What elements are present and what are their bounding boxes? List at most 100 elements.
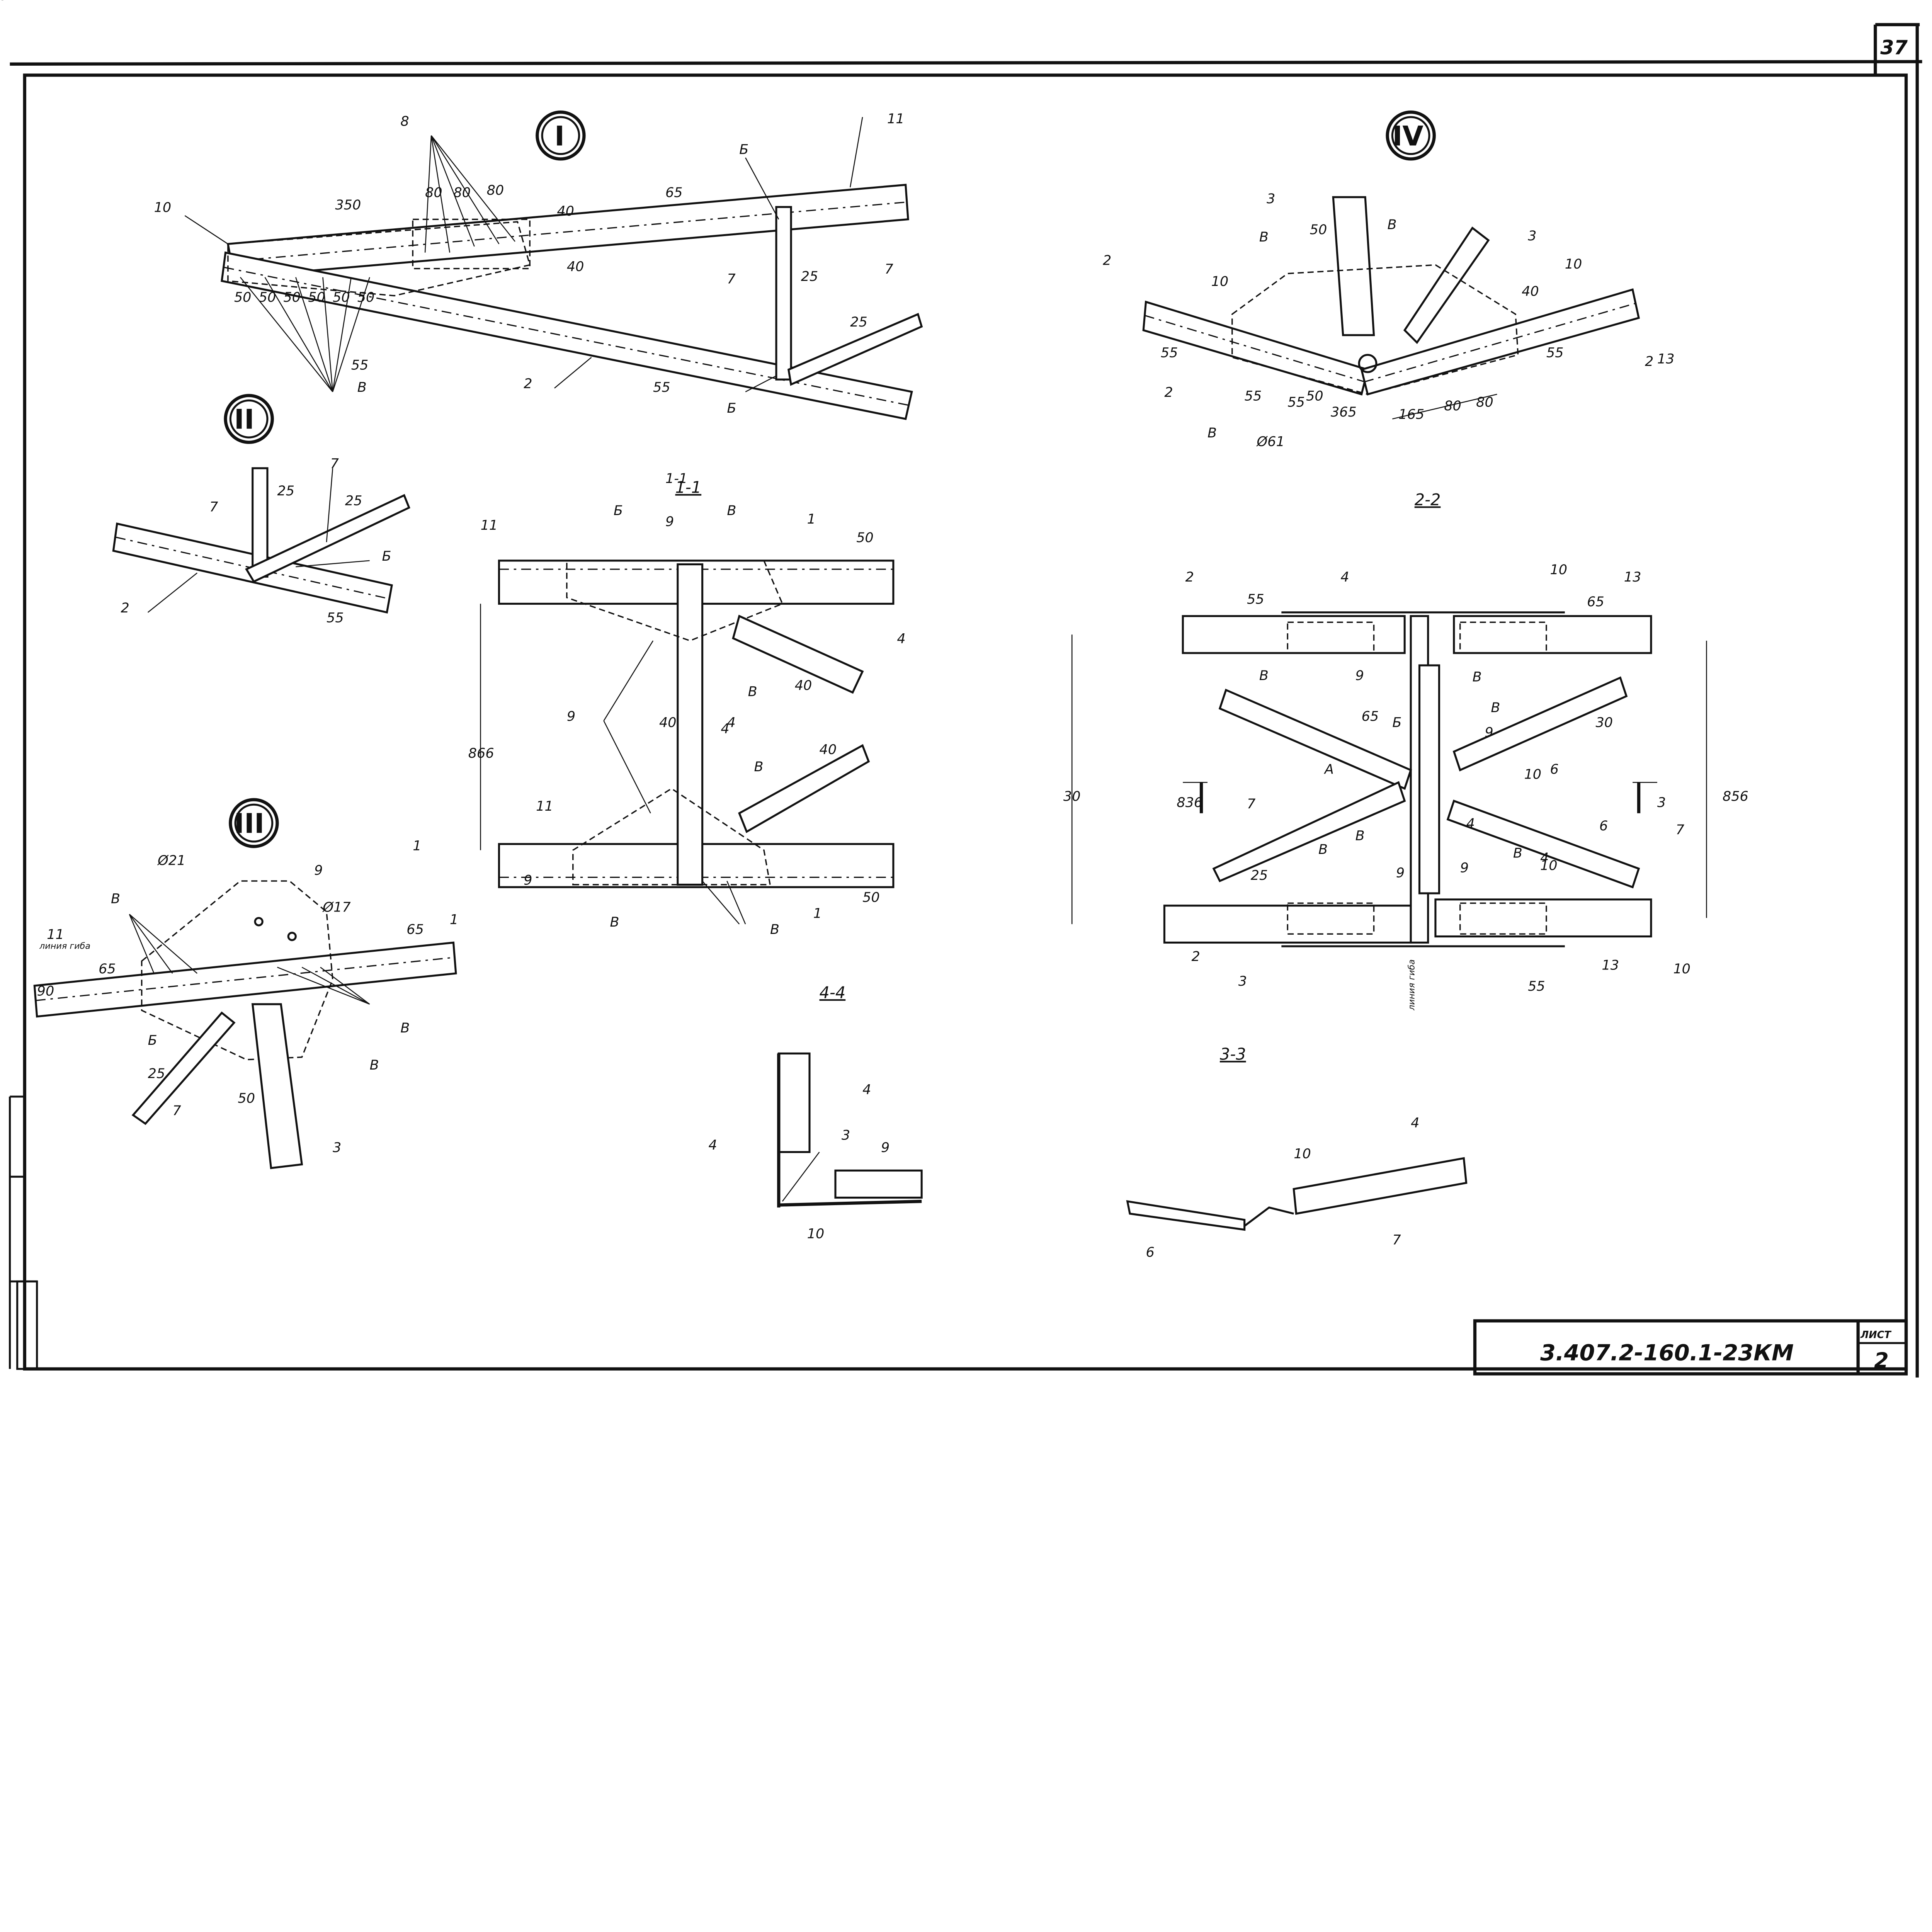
node-IV bbox=[1142, 196, 1640, 420]
callout-label: 2 bbox=[1164, 384, 1173, 400]
callout-label: 90 bbox=[37, 983, 54, 999]
callout-label: 80 bbox=[453, 185, 471, 201]
callout-label: 50 bbox=[308, 289, 325, 305]
callout-label: 4 bbox=[862, 1082, 871, 1098]
callout-label: 10 bbox=[1565, 256, 1582, 272]
callout-label: 50 bbox=[1306, 388, 1323, 404]
view-I-label: I bbox=[554, 120, 565, 152]
view-II-label: II bbox=[234, 404, 254, 435]
bend-line-note-III: линия гиба bbox=[39, 941, 90, 951]
callout-label: В bbox=[1513, 845, 1522, 861]
callout-label: В bbox=[1355, 828, 1365, 844]
sheet-number-top: 37 bbox=[1880, 36, 1908, 59]
callout-label: 3 bbox=[1238, 973, 1247, 989]
callout-label: 40 bbox=[1522, 283, 1539, 299]
section-1-1 bbox=[480, 560, 895, 925]
callout-label: 9 bbox=[1396, 865, 1405, 881]
callout-label: 9 bbox=[665, 514, 674, 530]
callout-label: 65 bbox=[406, 922, 424, 937]
callout-label: 13 bbox=[1657, 351, 1675, 367]
callout-label: 40 bbox=[567, 259, 584, 275]
callout-label: 4 bbox=[1466, 816, 1475, 832]
callout-label: 9 bbox=[1485, 724, 1493, 740]
callout-label: 13 bbox=[1624, 569, 1641, 585]
callout-label: В bbox=[610, 914, 619, 930]
callout-label: 2 bbox=[121, 600, 129, 616]
callout-label: 9 bbox=[1355, 668, 1364, 684]
callout-label: 13 bbox=[1602, 957, 1619, 973]
section-4-4 bbox=[777, 1052, 923, 1208]
section-title-2-2: 2-2 bbox=[1415, 490, 1441, 509]
view-markers: I II III IV bbox=[224, 111, 1436, 848]
callout-label: 11 bbox=[536, 798, 553, 814]
callout-label: 3 bbox=[1528, 228, 1536, 244]
callout-label: 9 bbox=[524, 872, 532, 888]
callout-label: Ø17 bbox=[322, 900, 350, 915]
callout-label: 55 bbox=[1546, 345, 1564, 361]
callout-label: 50 bbox=[283, 289, 301, 305]
callout-label: 7 bbox=[172, 1103, 181, 1119]
bend-line-note-2-2: линия гиба bbox=[1407, 959, 1417, 1011]
callout-label: Ø61 bbox=[1256, 434, 1285, 449]
callout-label: 6 bbox=[1550, 762, 1558, 777]
drawing-sheet: 37 3.407.2-160.1-23КМ ЛИСТ 2 I II III IV bbox=[0, 0, 1922, 1378]
callout-label: 10 bbox=[807, 1226, 825, 1242]
callout-label: 65 bbox=[1362, 708, 1379, 724]
callout-label: 10 bbox=[1550, 562, 1567, 578]
callout-label: Б bbox=[1392, 714, 1401, 730]
section-3-3 bbox=[1126, 1157, 1468, 1231]
sheet-frame bbox=[9, 23, 1922, 1378]
callout-label: 4 bbox=[1540, 850, 1549, 866]
callout-label: 80 bbox=[1444, 398, 1461, 414]
callout-label: В bbox=[1318, 842, 1328, 857]
callout-label: Б bbox=[148, 1032, 157, 1048]
callout-label: 2 bbox=[1185, 569, 1194, 585]
callout-label: 10 bbox=[1540, 857, 1558, 873]
callout-label: 50 bbox=[357, 289, 375, 305]
callout-label: 856 bbox=[1723, 789, 1748, 804]
callout-label: 40 bbox=[795, 678, 812, 694]
callout-label: 50 bbox=[234, 289, 252, 305]
callout-label: 11 bbox=[887, 111, 905, 127]
node-II bbox=[112, 467, 410, 614]
callout-label: 4 bbox=[721, 721, 729, 736]
callout-label: 55 bbox=[351, 357, 369, 373]
callout-label: 50 bbox=[862, 889, 880, 905]
callout-label: 1 bbox=[813, 906, 822, 922]
callout-label: 25 bbox=[1251, 867, 1268, 883]
sheet-value: 2 bbox=[1874, 1349, 1889, 1373]
callout-label: 9 bbox=[567, 708, 575, 724]
callout-label: 80 bbox=[487, 182, 504, 198]
callout-label: Б bbox=[614, 503, 623, 519]
callout-label: 65 bbox=[1587, 594, 1604, 610]
callout-label: 25 bbox=[148, 1066, 165, 1082]
view-IV-label: IV bbox=[1392, 120, 1423, 152]
callout-label: В bbox=[754, 759, 764, 775]
callout-label: 1-1 bbox=[665, 471, 687, 486]
callout-label: 55 bbox=[1245, 388, 1262, 404]
callout-label: 50 bbox=[333, 289, 350, 305]
callout-label: 9 bbox=[314, 862, 323, 878]
callout-label: 55 bbox=[653, 379, 670, 395]
callout-label: 9 bbox=[1460, 860, 1469, 876]
callout-label: 165 bbox=[1398, 406, 1424, 422]
node-I bbox=[184, 117, 923, 420]
callout-label: Б bbox=[727, 400, 736, 416]
callout-label: 3 bbox=[1267, 191, 1275, 207]
callout-label: 6 bbox=[1599, 818, 1608, 834]
callout-label: 7 bbox=[1392, 1232, 1401, 1248]
section-title-1-1: 1-1 bbox=[675, 478, 701, 497]
callout-label: 7 bbox=[727, 271, 735, 287]
callout-label: Ø21 bbox=[157, 853, 185, 869]
callout-label: 4 bbox=[1340, 569, 1349, 585]
callout-label: 25 bbox=[345, 493, 362, 509]
node-III bbox=[33, 880, 457, 1169]
callout-label: 7 bbox=[1676, 822, 1684, 838]
callout-label: 80 bbox=[425, 185, 442, 201]
callout-label: 7 bbox=[885, 261, 893, 277]
callout-label: 1 bbox=[450, 912, 458, 928]
callout-label: 10 bbox=[1524, 766, 1542, 782]
callout-label: 40 bbox=[659, 714, 677, 730]
callout-label: В bbox=[770, 922, 779, 937]
callout-label: 80 bbox=[1476, 394, 1493, 410]
